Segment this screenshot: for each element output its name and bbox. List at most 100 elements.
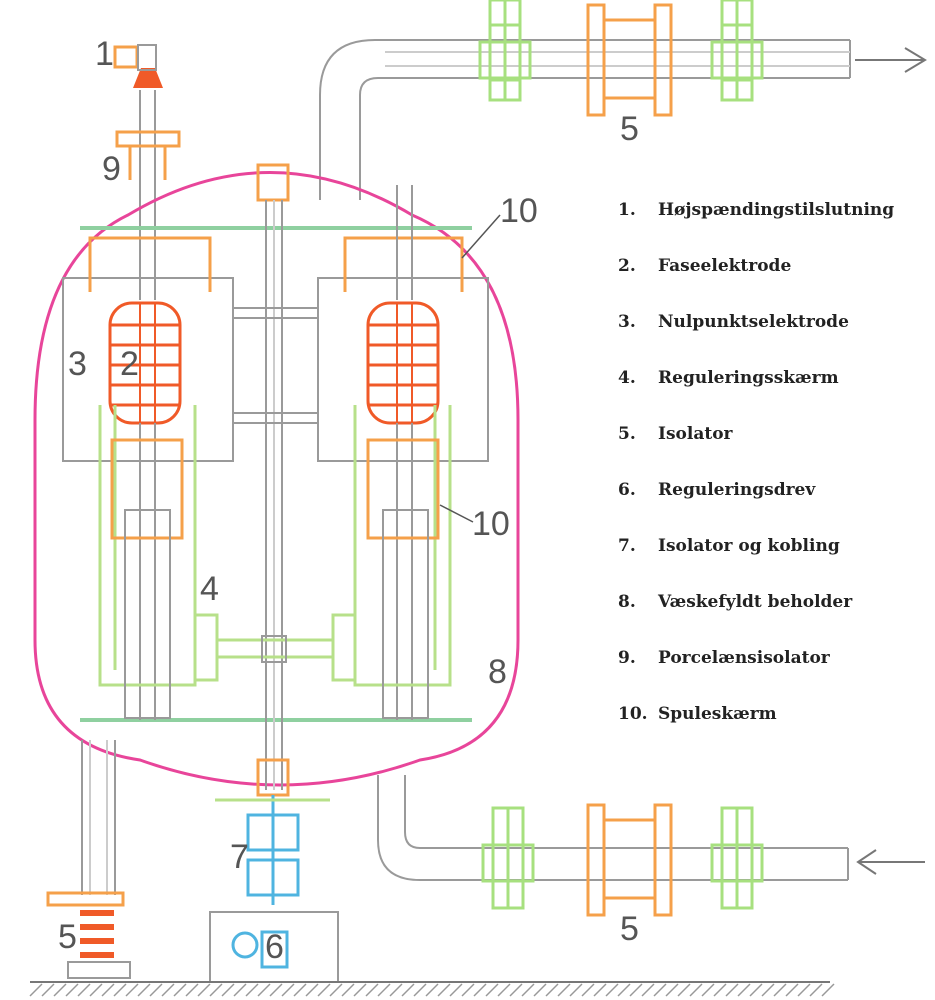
- legend-number: 8.: [618, 592, 636, 612]
- callout-6: 6: [265, 928, 284, 966]
- hatch-line: [749, 983, 763, 997]
- legend-label: Faseelektrode: [658, 256, 792, 276]
- hatch-line: [737, 983, 751, 997]
- cross-beams: [233, 307, 318, 424]
- hatch-line: [521, 983, 535, 997]
- outlet-arrow-icon: [855, 47, 927, 73]
- hatch-line: [389, 983, 403, 997]
- hatch-line: [233, 983, 247, 997]
- legend-item: 2.Faseelektrode: [618, 256, 791, 276]
- callout-5-lower: 5: [620, 910, 639, 948]
- ground-hatch: [29, 983, 835, 997]
- hatch-line: [653, 983, 667, 997]
- hatch-line: [53, 983, 67, 997]
- hatch-line: [785, 983, 799, 997]
- hatch-line: [209, 983, 223, 997]
- hatch-line: [113, 983, 127, 997]
- legend-item: 7.Isolator og kobling: [618, 536, 840, 556]
- hatch-line: [629, 983, 643, 997]
- hatch-line: [461, 983, 475, 997]
- callout-10-mid: 10: [472, 505, 510, 543]
- hatch-line: [821, 983, 835, 997]
- hatch-line: [377, 983, 391, 997]
- hatch-line: [257, 983, 271, 997]
- liquid-filled-vessel: [33, 171, 520, 787]
- legend-item: 8. Væskefyldt beholder: [618, 592, 852, 612]
- legend-item: 3.Nulpunktselektrode: [618, 312, 849, 332]
- flange-upper-right: [710, 0, 764, 102]
- hatch-line: [761, 983, 775, 997]
- flange-lower-left: [481, 806, 535, 910]
- hatch-line: [89, 983, 103, 997]
- callout-2: 2: [120, 345, 139, 383]
- hatch-line: [401, 983, 415, 997]
- legend-label: Reguleringsdrev: [658, 480, 816, 500]
- hatch-line: [173, 983, 187, 997]
- hatch-line: [329, 983, 343, 997]
- callout-3: 3: [68, 345, 87, 383]
- legend-number: 9.: [618, 648, 636, 668]
- hatch-line: [689, 983, 703, 997]
- hatch-line: [293, 983, 307, 997]
- hatch-line: [449, 983, 463, 997]
- coil-shield-bottom-right: [366, 438, 440, 540]
- hatch-line: [281, 983, 295, 997]
- hatch-line: [161, 983, 175, 997]
- hatch-line: [677, 983, 691, 997]
- callout-1: 1: [95, 35, 114, 73]
- legend-number: 6.: [618, 480, 636, 500]
- inlet-pipe: [377, 775, 849, 881]
- coil-shield-top-left: [88, 236, 212, 292]
- hatch-line: [269, 983, 283, 997]
- hv-rod: [139, 90, 156, 300]
- hatch-line: [353, 983, 367, 997]
- inlet-arrow-icon: [856, 849, 925, 875]
- leader-lines: [439, 214, 501, 523]
- hatch-line: [137, 983, 151, 997]
- support-column: [81, 740, 116, 895]
- legend-number: 4.: [618, 368, 636, 388]
- isolator-upper-pipe: [586, 3, 673, 117]
- hatch-line: [41, 983, 55, 997]
- callout-5-support: 5: [58, 918, 77, 956]
- hatch-line: [713, 983, 727, 997]
- hatch-line: [317, 983, 331, 997]
- support-isolator: [46, 891, 131, 979]
- hatch-line: [101, 983, 115, 997]
- phase-electrode-left: [108, 301, 182, 425]
- electrode-sleeves: [124, 509, 429, 719]
- hatch-line: [485, 983, 499, 997]
- hatch-line: [665, 983, 679, 997]
- hatch-line: [413, 983, 427, 997]
- hatch-line: [641, 983, 655, 997]
- legend-item: 4. Reguleringsskærm: [618, 368, 839, 388]
- hatch-line: [809, 983, 823, 997]
- hatch-line: [509, 983, 523, 997]
- legend-number: 3.: [618, 312, 636, 332]
- flange-upper-left: [478, 0, 532, 102]
- regulating-crossbar: [193, 613, 357, 682]
- legend-label: Reguleringsskærm: [658, 368, 839, 388]
- callout-8: 8: [488, 653, 507, 691]
- hatch-line: [125, 983, 139, 997]
- coil-shield-top-right: [343, 236, 464, 292]
- right-rod: [139, 185, 413, 720]
- hatch-line: [617, 983, 631, 997]
- hatch-line: [605, 983, 619, 997]
- hatch-line: [245, 983, 259, 997]
- hatch-line: [149, 983, 163, 997]
- hatch-line: [773, 983, 787, 997]
- hatch-line: [437, 983, 451, 997]
- hatch-line: [341, 983, 355, 997]
- legend-label: Væskefyldt beholder: [658, 592, 853, 612]
- legend-number: 1.: [618, 200, 636, 220]
- central-shaft: [256, 163, 290, 797]
- callout-10-top: 10: [500, 192, 538, 230]
- porcelain-insulator: [115, 130, 181, 180]
- legend-number: 7.: [618, 536, 636, 556]
- callout-7: 7: [230, 838, 249, 876]
- legend-item: 9.Porcelænsisolator: [618, 648, 830, 668]
- hatch-line: [365, 983, 379, 997]
- legend-number: 10.: [618, 704, 648, 724]
